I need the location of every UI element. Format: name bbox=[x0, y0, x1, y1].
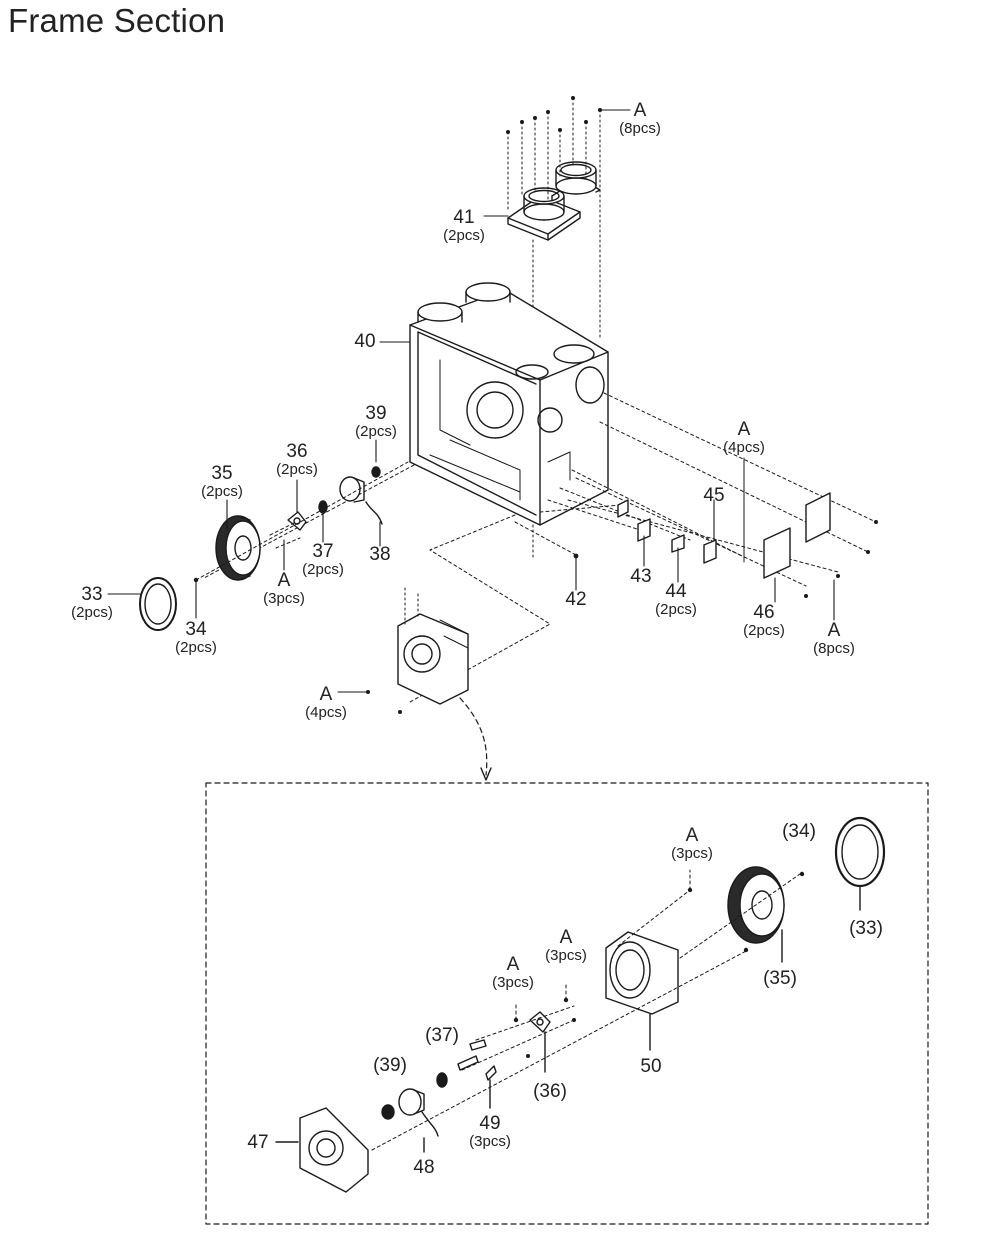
fan-housing-assembly bbox=[397, 613, 469, 705]
detail-fan-wheel-35 bbox=[727, 866, 785, 963]
cover-plate-46-b bbox=[763, 527, 791, 579]
detail-arrowhead bbox=[480, 767, 492, 781]
part-43 bbox=[637, 518, 651, 542]
detail-nut-39 bbox=[381, 1104, 395, 1120]
callout-45: 45 bbox=[703, 485, 725, 506]
screw-dots-top bbox=[506, 96, 602, 134]
callout-39: 39(2pcs) bbox=[355, 403, 397, 440]
detail-callout-a-2: A(3pcs) bbox=[545, 927, 587, 964]
main-housing-40 bbox=[409, 282, 609, 526]
detail-motor-plate-47 bbox=[275, 1107, 369, 1193]
detail-callout-a-1: A(3pcs) bbox=[671, 825, 713, 862]
nut-39 bbox=[371, 466, 381, 478]
detail-callout-47: 47 bbox=[247, 1132, 269, 1153]
detail-callout-37: (37) bbox=[425, 1025, 459, 1046]
detail-callout-36: (36) bbox=[533, 1081, 567, 1102]
grommet-37 bbox=[318, 500, 328, 514]
detail-scroll-ring-33 bbox=[834, 816, 886, 911]
motor-38 bbox=[339, 476, 383, 525]
detail-bracket-36 bbox=[529, 1011, 551, 1073]
scroll-ring-33 bbox=[139, 577, 177, 631]
detail-dashed-axes bbox=[371, 869, 801, 1151]
callout-35: 35(2pcs) bbox=[201, 463, 243, 500]
callout-34: 34(2pcs) bbox=[175, 619, 217, 656]
callout-a-8pcs-right: A(8pcs) bbox=[813, 620, 855, 657]
callout-40: 40 bbox=[354, 331, 376, 352]
detail-callout-a-3: A(3pcs) bbox=[492, 954, 534, 991]
callout-42: 42 bbox=[565, 589, 587, 610]
callout-46: 46(2pcs) bbox=[743, 602, 785, 639]
motor-bracket-36 bbox=[287, 511, 307, 531]
callout-a-3pcs: A(3pcs) bbox=[263, 570, 305, 607]
collar-flange-41 bbox=[507, 161, 601, 241]
detail-grommet-37 bbox=[436, 1072, 448, 1088]
part-small-plate bbox=[617, 499, 629, 518]
detail-box bbox=[205, 782, 929, 1225]
detail-screw-dots bbox=[193, 520, 878, 1058]
callout-a-4pcs: A(4pcs) bbox=[305, 684, 347, 721]
callout-a-4pcs-right: A(4pcs) bbox=[723, 419, 765, 456]
detail-callout-35: (35) bbox=[763, 968, 797, 989]
detail-callout-50: 50 bbox=[640, 1056, 662, 1077]
detail-callout-48: 48 bbox=[413, 1157, 435, 1178]
callout-36: 36(2pcs) bbox=[276, 441, 318, 478]
page-title: Frame Section bbox=[8, 2, 226, 39]
part-44 bbox=[671, 534, 685, 553]
callout-33: 33(2pcs) bbox=[71, 584, 113, 621]
detail-callout-33: (33) bbox=[849, 918, 883, 939]
callout-44: 44(2pcs) bbox=[655, 581, 697, 618]
leader-lines bbox=[107, 109, 835, 693]
left-dashed-axis bbox=[195, 461, 409, 581]
cover-plate-46-a bbox=[805, 492, 831, 543]
callout-37: 37(2pcs) bbox=[302, 541, 344, 578]
detail-callout-39: (39) bbox=[373, 1055, 407, 1076]
callout-41: 41(2pcs) bbox=[443, 207, 485, 244]
detail-motor-48 bbox=[398, 1088, 439, 1153]
callout-38: 38 bbox=[369, 544, 391, 565]
detail-callout-34: (34) bbox=[782, 821, 816, 842]
part-45 bbox=[703, 539, 717, 564]
detail-fan-scroll-50 bbox=[605, 931, 679, 1051]
detail-arrow bbox=[459, 697, 488, 776]
callout-43: 43 bbox=[630, 566, 652, 587]
detail-parts-49 bbox=[457, 1039, 497, 1109]
fan-housing-screws bbox=[404, 587, 419, 625]
callout-a-top: A(8pcs) bbox=[619, 100, 661, 137]
detail-callout-49: 49(3pcs) bbox=[469, 1113, 511, 1150]
fan-wheel-35 bbox=[215, 515, 261, 581]
